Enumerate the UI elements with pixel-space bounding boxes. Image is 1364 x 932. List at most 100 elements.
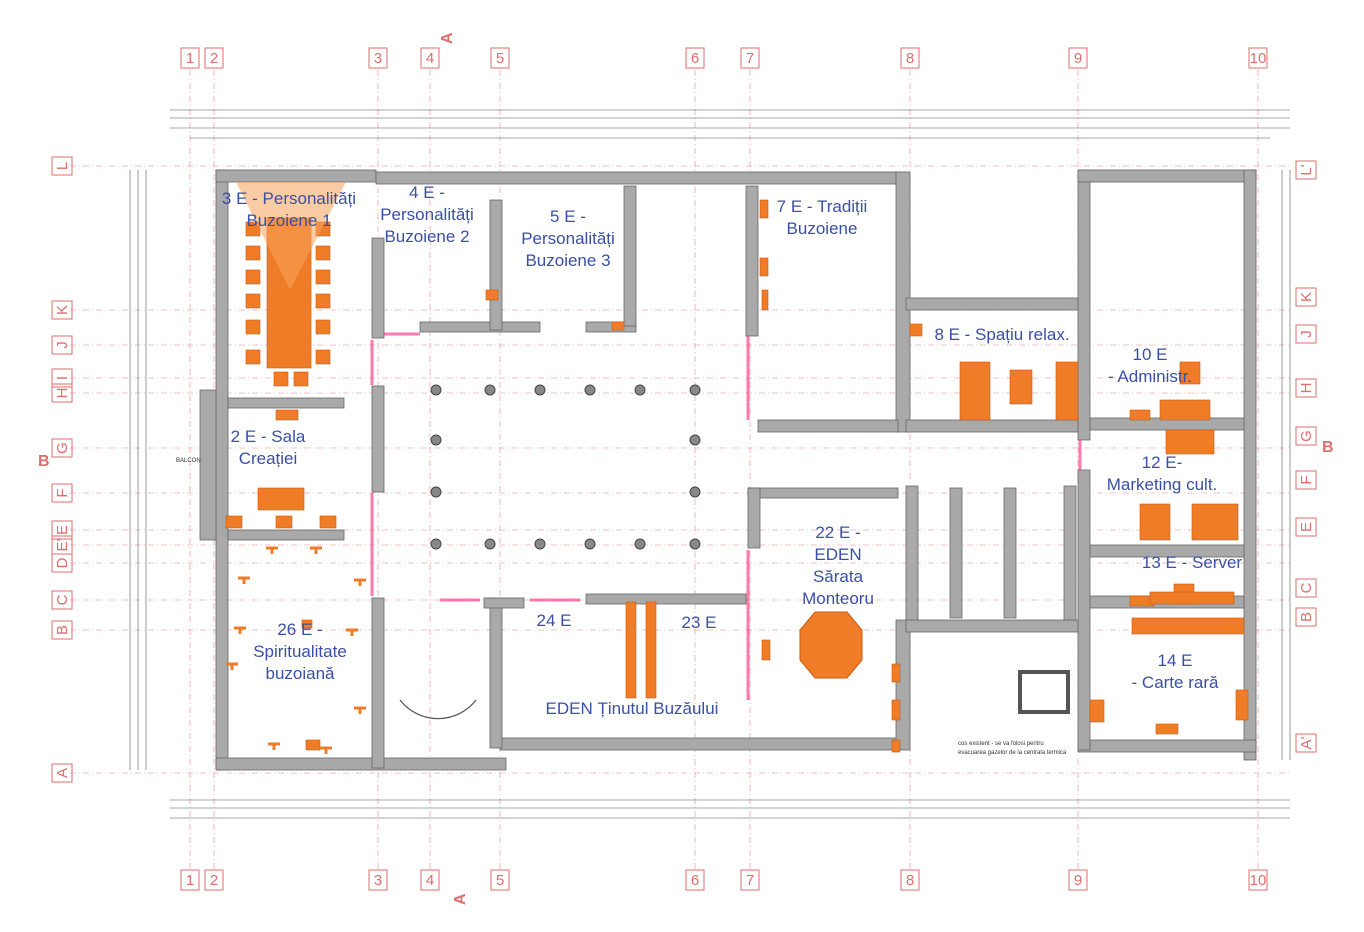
grid-tag-box: [180, 47, 200, 69]
exhibit: [315, 269, 331, 285]
grid-tag-box: [490, 869, 510, 891]
room-label-line: 4 E -: [409, 183, 445, 202]
chair: [226, 662, 238, 670]
grid-tag-col: 3: [374, 50, 382, 67]
grid-tag-box: [1068, 47, 1088, 69]
room-label-r12: 12 E-Marketing cult.: [1107, 453, 1218, 494]
exhibit: [275, 515, 293, 529]
column: [430, 384, 442, 396]
chimney-note-2: evacuarea gazelor de la centrala termica: [958, 750, 1067, 756]
grid-tag-box: [420, 869, 440, 891]
section-a-bottom: A: [452, 893, 469, 905]
room-label-line: 10 E: [1133, 345, 1168, 364]
exhibit: [1131, 617, 1245, 635]
grid-tag-row: K: [54, 305, 71, 315]
exhibit: [891, 739, 901, 753]
grid-tag-box: [1295, 426, 1317, 446]
exhibit: [225, 515, 243, 529]
room-label-r23: 23 E: [682, 613, 717, 632]
exhibit: [315, 293, 331, 309]
grid-tag-row: G: [1298, 430, 1315, 442]
atrium-columns: [430, 384, 701, 550]
dimension-lines: [129, 109, 1291, 819]
grid-tag-row: A: [54, 768, 71, 778]
exhibit: [315, 245, 331, 261]
exhibit: [761, 639, 771, 661]
grid-tag-row: A': [1298, 736, 1315, 749]
room-label-line: 23 E: [682, 613, 717, 632]
chair: [234, 626, 246, 634]
room-label-reden: EDEN Ținutul Buzăului: [546, 699, 719, 718]
grid-tag-row: B: [1298, 612, 1315, 622]
grid-tag-row: L': [1298, 164, 1315, 175]
chimney: [1018, 670, 1070, 714]
grid-tag-box: [51, 620, 73, 640]
exhibit: [305, 739, 321, 751]
exhibit: [293, 371, 309, 387]
column: [484, 384, 496, 396]
exhibit: [1235, 689, 1249, 721]
grid-tag-row: J: [1298, 330, 1315, 338]
chair: [266, 546, 278, 554]
grid-tag-box: [740, 869, 760, 891]
grid-tag-row: I: [54, 376, 71, 380]
exhibit: [1139, 503, 1171, 541]
column: [534, 384, 546, 396]
grid-tag-col: 4: [426, 50, 434, 67]
grid-tag-box: [900, 47, 920, 69]
section-b-right: B: [1322, 439, 1334, 456]
exhibit: [1159, 399, 1211, 421]
exhibit-furniture: [225, 199, 1249, 754]
grid-tag-row: L: [54, 162, 71, 170]
grid-tag-col: 2: [210, 50, 218, 67]
grid-tag-row: H: [1298, 383, 1315, 394]
grid-tag-box: [685, 869, 705, 891]
grid-tag-col: 10: [1250, 872, 1267, 889]
room-label-line: Sărata: [813, 567, 864, 586]
room-label-r24: 24 E: [537, 611, 572, 630]
grid-tag-row: H: [54, 388, 71, 399]
grid-tag-box: [51, 590, 73, 610]
column: [634, 384, 646, 396]
grid-tag-row: E: [1298, 522, 1315, 532]
grid-tag-box: [51, 300, 73, 320]
grid-tag-box: [1295, 733, 1317, 753]
grid-tag-col: 6: [691, 50, 699, 67]
grid-tag-row: C: [54, 594, 71, 605]
room-label-line: - Carte rară: [1132, 673, 1219, 692]
grid-tag-box: [51, 438, 73, 458]
exhibit: [245, 245, 261, 261]
chimney-note: cos existent - se va folosi pentru: [958, 741, 1044, 747]
exhibit: [245, 319, 261, 335]
grid-tag-row: C: [1298, 582, 1315, 593]
room-label-line: buzoiană: [265, 664, 335, 683]
room-label-line: Spiritualitate: [253, 642, 347, 661]
exhibit: [245, 269, 261, 285]
grid-tag-box: [1295, 287, 1317, 307]
chair: [268, 742, 280, 750]
room-label-line: Buzoiene: [787, 219, 858, 238]
exhibit: [315, 319, 331, 335]
chair: [354, 578, 366, 586]
grid-tag-col: 10: [1250, 50, 1267, 67]
room-label-line: EDEN: [814, 545, 861, 564]
grid-tag-col: 9: [1074, 872, 1082, 889]
room-label-line: 12 E-: [1142, 453, 1183, 472]
grid-tag-col: 8: [906, 50, 914, 67]
room-label-r10: 10 E- Administr.: [1108, 345, 1192, 386]
exhibit: [759, 199, 769, 219]
grid-tag-col: 1: [186, 50, 194, 67]
room-label-line: Personalități: [380, 205, 474, 224]
room-label-line: 26 E -: [277, 620, 322, 639]
room-label-line: Personalități: [521, 229, 615, 248]
exhibit: [625, 601, 637, 699]
grid-tag-box: [51, 156, 73, 176]
room-label-r8: 8 E - Spațiu relax.: [934, 325, 1069, 344]
grid-tag-box: [368, 47, 388, 69]
